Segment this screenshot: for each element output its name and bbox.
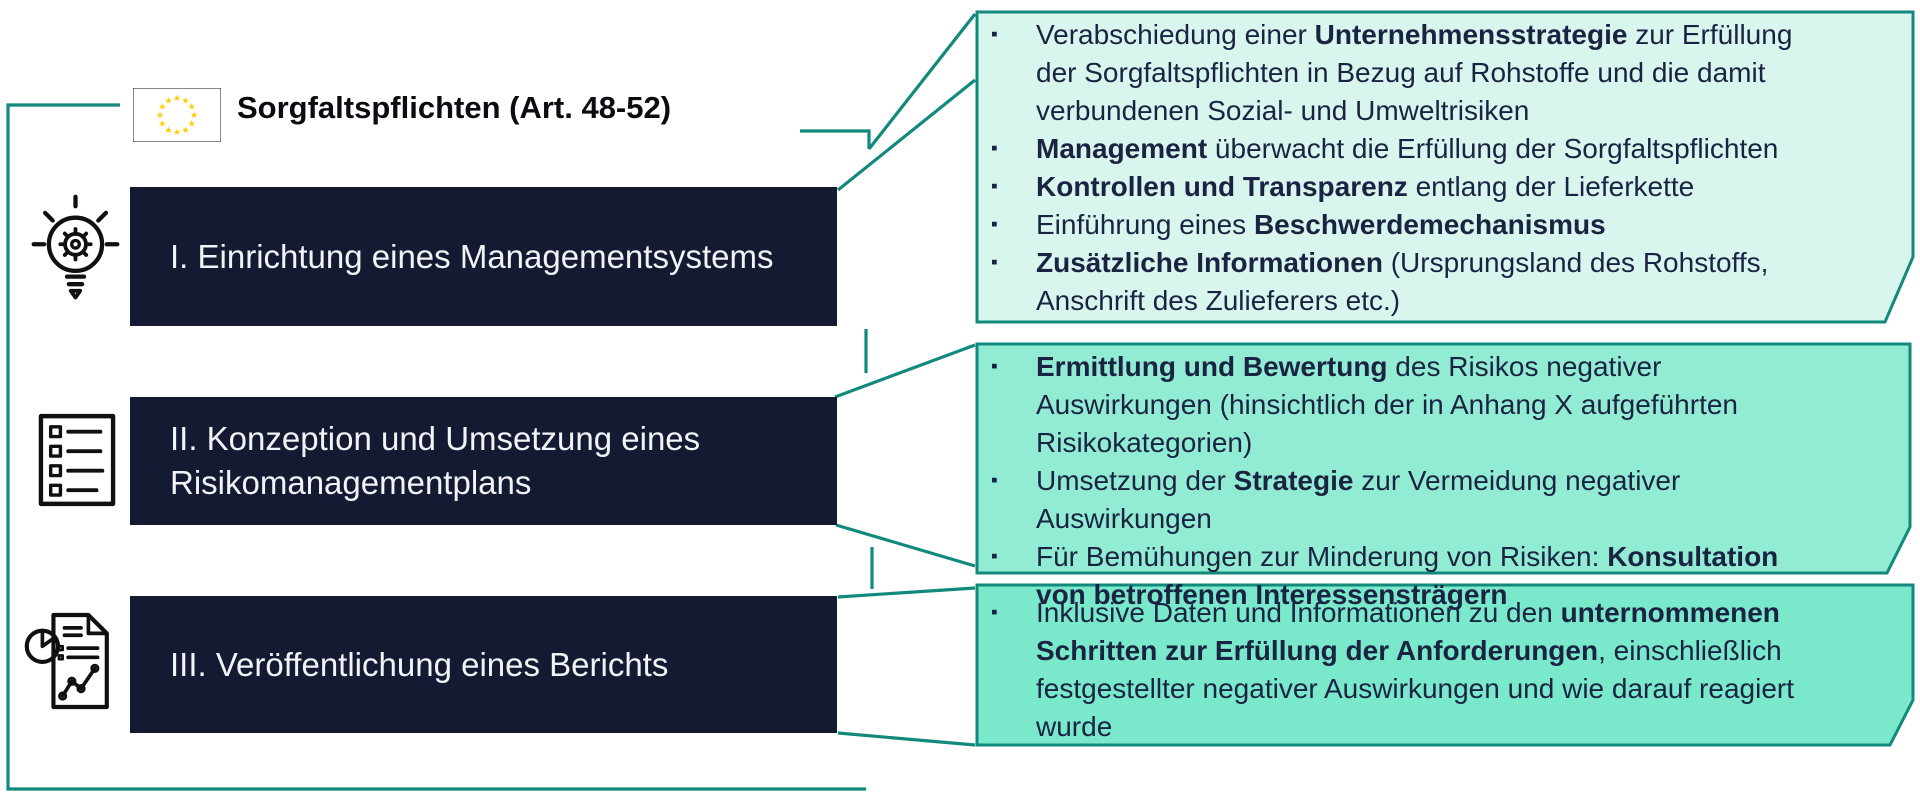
bullet-item: ▪ Verabschiedung einer Unternehmensstrat… [977, 16, 1907, 130]
bullet-item: ▪ Ermittlung und Bewertung des Risikos n… [977, 348, 1907, 462]
bullet-text: Für Bemühungen zur Minderung von Risiken… [1036, 541, 1779, 610]
step-box-2: II. Konzeption und Umsetzung eines Risik… [130, 397, 837, 525]
step-box-3: III. Veröffentlichung eines Berichts [130, 596, 837, 733]
bullet-square-icon: ▪ [991, 176, 998, 197]
callout-3: ▪ Inklusive Daten und Informationen zu d… [977, 594, 1907, 746]
svg-text:★: ★ [156, 111, 164, 121]
step-box-3-label: III. Veröffentlichung eines Berichts [170, 645, 669, 683]
bullet-square-icon: ▪ [991, 24, 998, 45]
bracket-line [6, 103, 866, 791]
svg-text:★: ★ [158, 120, 166, 130]
svg-text:★: ★ [164, 126, 172, 136]
step-box-1: I. Einrichtung eines Managementsystems [130, 187, 837, 326]
callout-3-upper-line [837, 586, 976, 599]
step-box-1-label: I. Einrichtung eines Managementsystems [170, 237, 774, 275]
svg-text:★: ★ [173, 94, 181, 104]
bullet-square-icon: ▪ [991, 546, 998, 567]
svg-text:★: ★ [190, 111, 198, 121]
bullet-item: ▪ Einführung eines Beschwerdemechanismus [977, 206, 1907, 244]
bullet-square-icon: ▪ [991, 252, 998, 273]
bullet-item: ▪ Management überwacht die Erfüllung der… [977, 130, 1907, 168]
eu-flag-icon: ★★★★★★★★★★★★ [133, 88, 221, 142]
bullet-square-icon: ▪ [991, 602, 998, 623]
step-box-2-label: II. Konzeption und Umsetzung eines Risik… [170, 420, 701, 501]
callout-1: ▪ Verabschiedung einer Unternehmensstrat… [977, 16, 1907, 320]
lightbulb-gear-icon [31, 194, 120, 300]
bullet-item: ▪ Inklusive Daten und Informationen zu d… [977, 594, 1907, 746]
bullet-square-icon: ▪ [991, 214, 998, 235]
report-chart-icon [24, 612, 109, 710]
page-title: Sorgfaltspflichten (Art. 48-52) [237, 90, 672, 125]
callout-2-upper-line [834, 343, 976, 399]
svg-text:★: ★ [158, 103, 166, 113]
bullet-text: Ermittlung und Bewertung des Risikos neg… [1036, 351, 1738, 458]
bullet-square-icon: ▪ [991, 356, 998, 377]
svg-text:★: ★ [181, 126, 189, 136]
callout-3-lower-line [837, 731, 976, 747]
svg-text:★: ★ [173, 128, 181, 138]
callout-1-upper-line [867, 13, 977, 150]
bullet-text: Einführung eines Beschwerdemechanismus [1036, 209, 1606, 240]
callout-1-shape [975, 10, 1915, 324]
bullet-square-icon: ▪ [991, 138, 998, 159]
bullet-text: Verabschiedung einer Unternehmensstrateg… [1036, 19, 1793, 126]
bullet-item: ▪ Kontrollen und Transparenz entlang der… [977, 168, 1907, 206]
callout-3-shape [975, 583, 1915, 747]
bullet-item: ▪ Für Bemühungen zur Minderung von Risik… [977, 538, 1907, 614]
bullet-text: Zusätzliche Informationen (Ursprungsland… [1036, 247, 1769, 316]
checklist-icon [38, 413, 116, 507]
bullet-item: ▪ Umsetzung der Strategie zur Vermeidung… [977, 462, 1907, 538]
bullet-text: Kontrollen und Transparenz entlang der L… [1036, 171, 1695, 202]
bullet-item: ▪ Zusätzliche Informationen (Ursprungsla… [977, 244, 1907, 320]
svg-text:★: ★ [164, 97, 172, 107]
bullet-text: Inklusive Daten und Informationen zu den… [1036, 597, 1794, 742]
svg-text:★: ★ [181, 97, 189, 107]
bullet-text: Management überwacht die Erfüllung der S… [1036, 133, 1779, 164]
bullet-text: Umsetzung der Strategie zur Vermeidung n… [1036, 465, 1681, 534]
title-leader-line [800, 129, 871, 149]
svg-text:★: ★ [188, 103, 196, 113]
callout-2-lower-line [835, 523, 976, 568]
svg-text:★: ★ [188, 120, 196, 130]
callout-1-lower-line [836, 78, 977, 192]
bullet-square-icon: ▪ [991, 470, 998, 491]
callout-2: ▪ Ermittlung und Bewertung des Risikos n… [977, 348, 1907, 614]
callout-2-shape [975, 342, 1912, 575]
